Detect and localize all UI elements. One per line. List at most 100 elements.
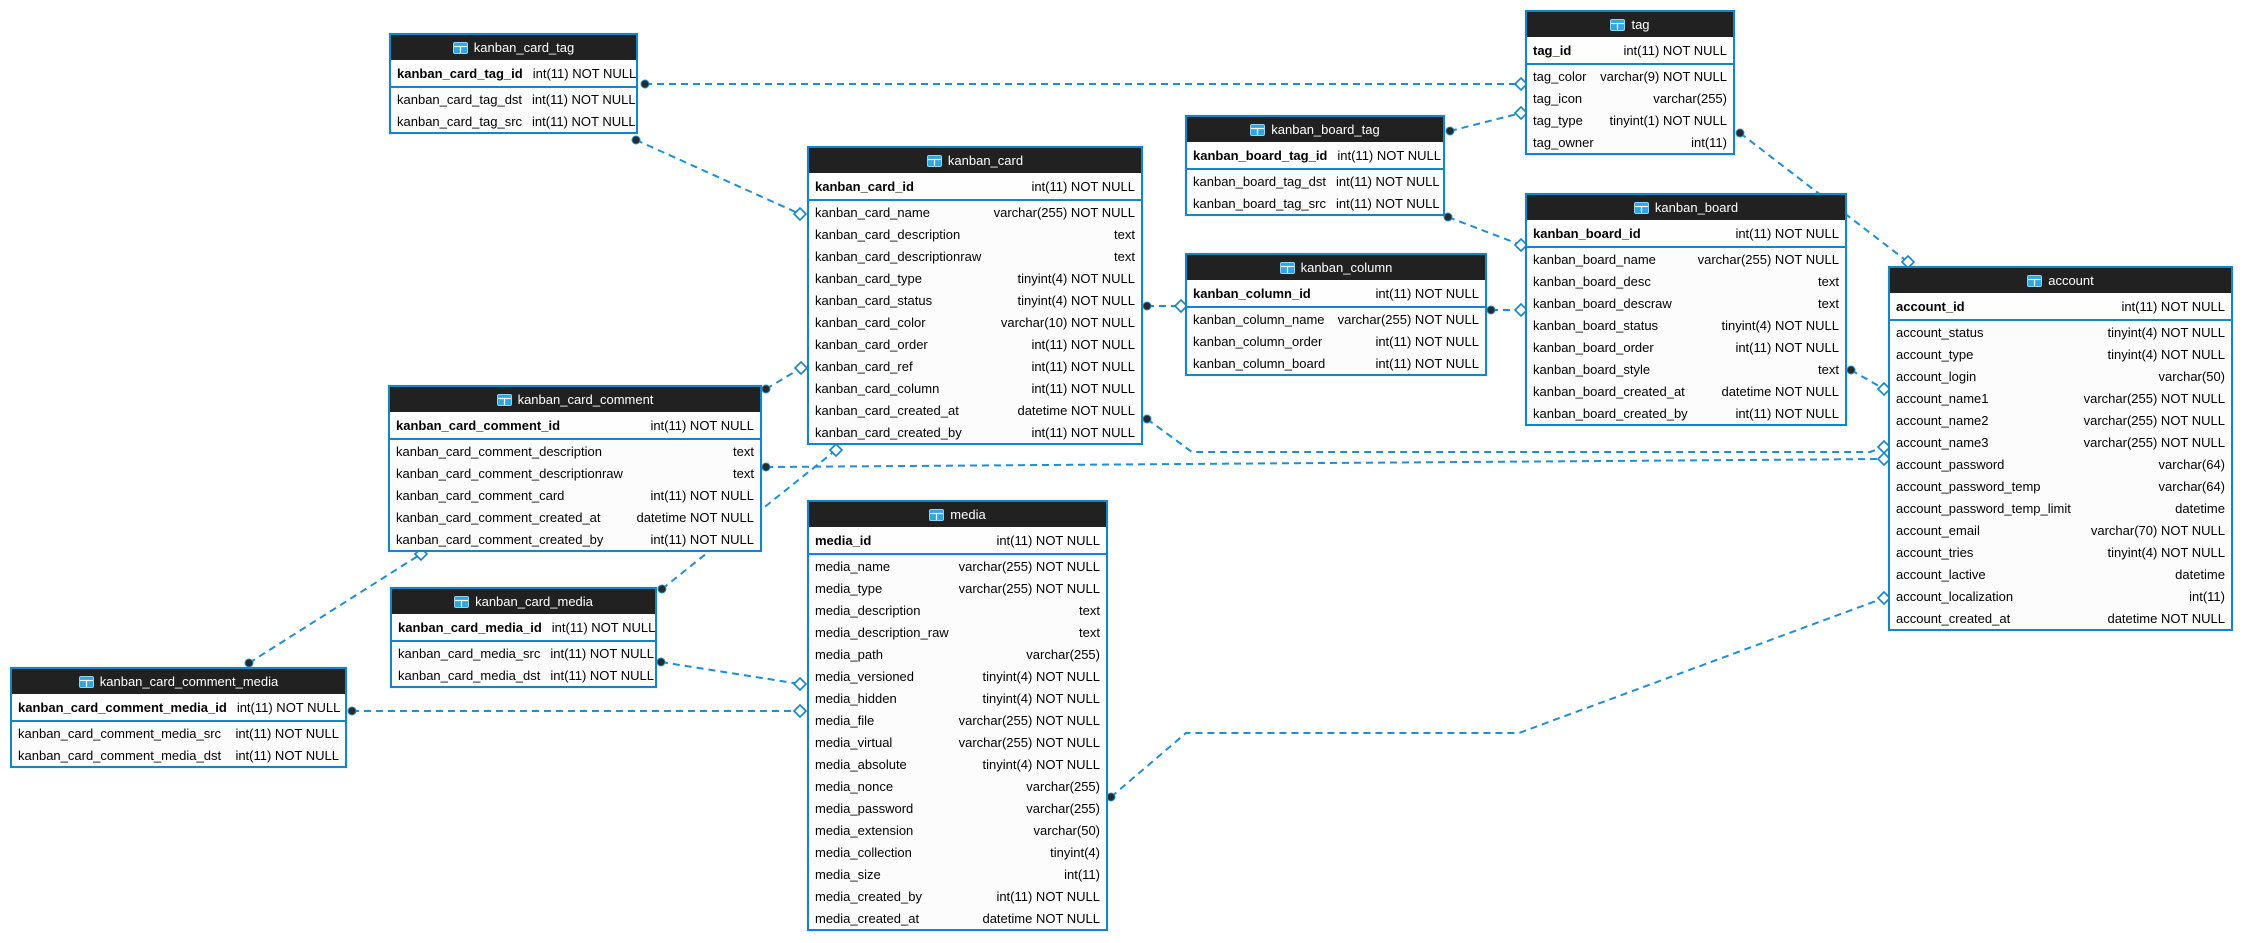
table-header-kanban_card[interactable]: kanban_card — [809, 148, 1141, 173]
relation-line-kanban_board_tag-tag[interactable] — [1449, 112, 1522, 132]
table-header-kanban_card_comment_media[interactable]: kanban_card_comment_media — [12, 669, 345, 694]
relation-line-kanban_card_media-media[interactable] — [660, 661, 801, 685]
relation-line-kanban_card_tag-kanban_card[interactable] — [635, 139, 801, 215]
table-header-kanban_column[interactable]: kanban_column — [1187, 255, 1485, 280]
relation-line-kanban_card_comment-account[interactable] — [765, 458, 1885, 468]
relation-line-kanban_card-account[interactable] — [1146, 418, 1885, 453]
relation-line-kanban_board-account[interactable] — [1850, 369, 1885, 390]
relation-line-media-account[interactable] — [1110, 597, 1885, 798]
table-header-kanban_board[interactable]: kanban_board — [1527, 195, 1845, 220]
relation-line-kanban_card_comment_media-kanban_card_comment[interactable] — [248, 553, 422, 664]
relation-line-kanban_card_comment-kanban_card[interactable] — [765, 367, 802, 390]
table-header-media[interactable]: media — [809, 502, 1106, 527]
table-header-kanban_card_comment[interactable]: kanban_card_comment — [390, 387, 760, 412]
table-header-kanban_card_tag[interactable]: kanban_card_tag — [391, 35, 636, 60]
table-header-tag[interactable]: tag — [1527, 12, 1733, 37]
